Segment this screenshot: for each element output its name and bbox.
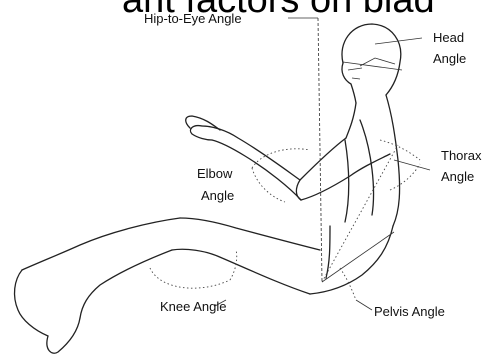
- hip-to-eye-angle-label: Hip-to-Eye Angle: [144, 11, 242, 26]
- elbow-angle-label-line2: Angle: [201, 188, 234, 203]
- thorax-angle-label-line1: Thorax: [441, 148, 482, 163]
- pelvis-angle-label: Pelvis Angle: [374, 304, 445, 319]
- elbow-angle-label-line1: Elbow: [197, 166, 233, 181]
- head-angle-label-line2: Angle: [433, 51, 466, 66]
- head-angle-label-line1: Head: [433, 30, 464, 45]
- thorax-angle-label-line2: Angle: [441, 169, 474, 184]
- knee-angle-label: Knee Angle: [160, 299, 227, 314]
